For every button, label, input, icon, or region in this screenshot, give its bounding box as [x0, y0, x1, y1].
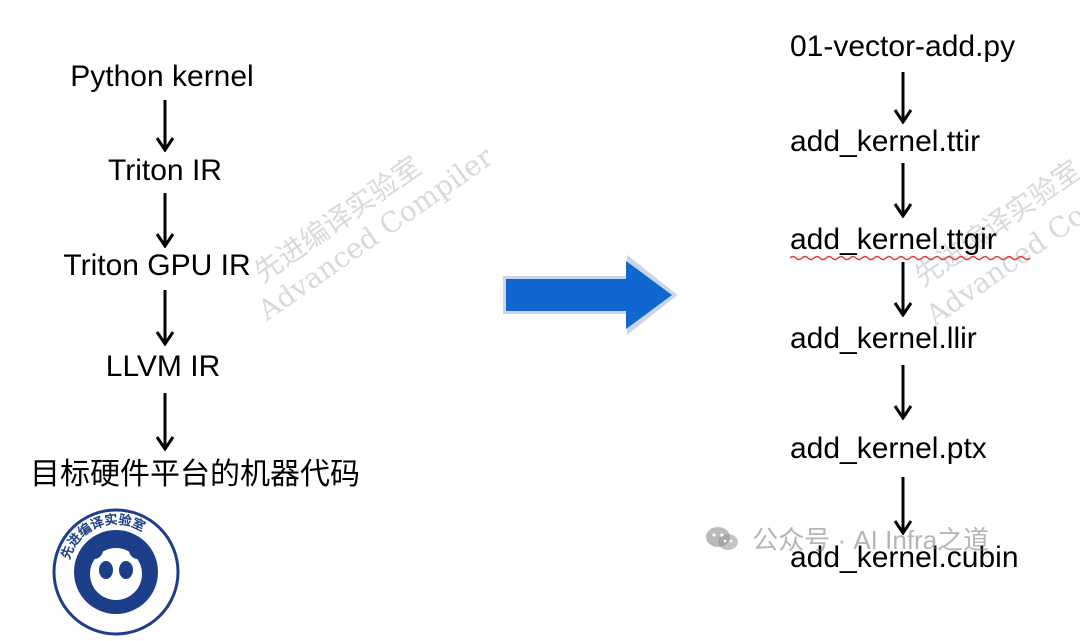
wechat-icon [705, 526, 739, 559]
panda-logo: 先进编译实验室 [52, 508, 180, 636]
file-ttir: add_kernel.ttir [790, 125, 981, 158]
file-ptx: add_kernel.ptx [790, 432, 987, 465]
wechat-account-name: 公众号 · AI Infra之道 [752, 525, 990, 555]
transform-arrow [500, 254, 680, 340]
down-arrow-2 [155, 193, 175, 248]
node-triton-gpu-ir: Triton GPU IR [63, 249, 251, 282]
node-llvm-ir: LLVM IR [105, 350, 221, 383]
down-arrow-r3 [893, 262, 913, 317]
wechat-watermark: 公众号 · AI Infra之道 [705, 520, 989, 559]
node-python-kernel: Python kernel [70, 60, 254, 93]
node-target-machine-code: 目标硬件平台的机器代码 [30, 458, 360, 491]
file-llir: add_kernel.llir [790, 322, 977, 355]
down-arrow-1 [155, 100, 175, 152]
file-ttgir: add_kernel.ttgir [790, 223, 997, 256]
down-arrow-3 [155, 290, 175, 346]
file-vector-add-py: 01-vector-add.py [790, 30, 1016, 63]
spellcheck-underline [790, 255, 1030, 261]
down-arrow-r4 [893, 365, 913, 420]
down-arrow-4 [155, 393, 175, 451]
node-triton-ir: Triton IR [108, 154, 222, 187]
file-cubin: add_kernel.cubin [790, 541, 1019, 574]
down-arrow-r5 [893, 477, 913, 535]
down-arrow-r2 [893, 163, 913, 218]
down-arrow-r1 [893, 72, 913, 124]
